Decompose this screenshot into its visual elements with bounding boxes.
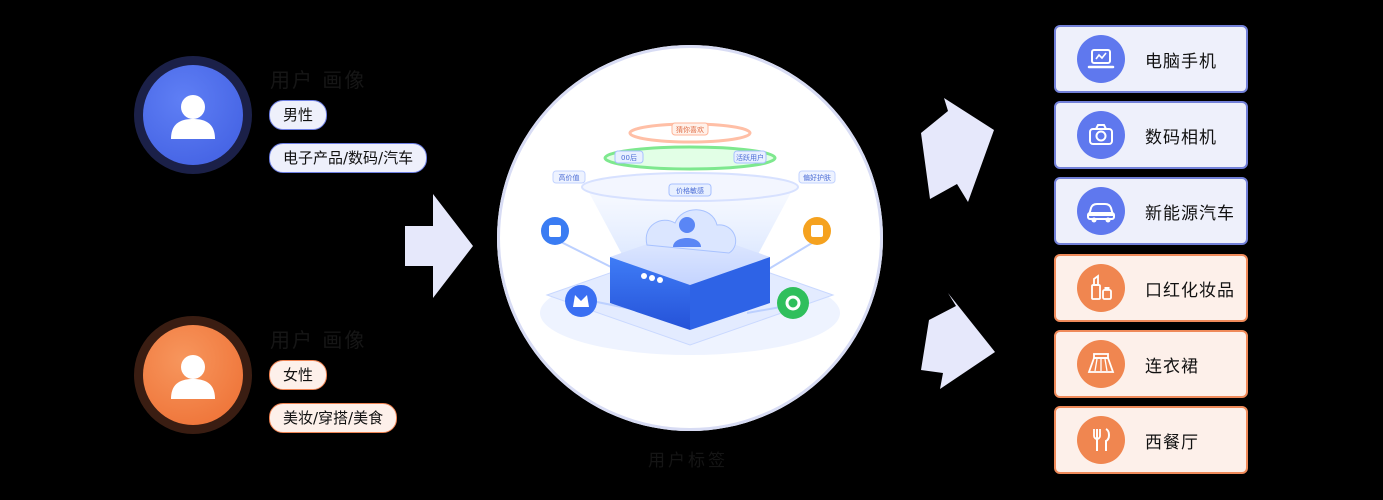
skirt-icon (1077, 340, 1125, 388)
hub-chip-2: 高价值 (559, 173, 580, 182)
user-avatar-female (143, 325, 243, 425)
category-label: 新能源汽车 (1145, 203, 1235, 224)
hub-chip-3: 价格敏感 (676, 186, 704, 195)
category-card-lipstick[interactable]: 口红化妆品 (1054, 254, 1248, 322)
user-title-male: 用户 画像 (270, 68, 367, 92)
hub-chip-1: 00后 (621, 153, 637, 162)
laptop-icon (1077, 35, 1125, 83)
interest-tag-female: 美妆/穿搭/美食 (269, 403, 398, 433)
category-card-western-restaurant[interactable]: 西餐厅 (1054, 406, 1248, 474)
car-icon (1077, 187, 1125, 235)
hub-chip-0: 猜你喜欢 (676, 125, 704, 134)
person-icon (171, 95, 215, 139)
interest-tag-male: 电子产品/数码/汽车 (269, 143, 428, 173)
category-card-ev[interactable]: 新能源汽车 (1054, 177, 1248, 245)
category-card-computer-phone[interactable]: 电脑手机 (1054, 25, 1248, 93)
hub-chip-5: 活跃用户 (736, 153, 764, 162)
arrow-to-beauty (921, 293, 995, 389)
hub-chip-4: 偏好护肤 (803, 173, 831, 182)
category-label: 数码相机 (1145, 127, 1217, 148)
category-card-dress[interactable]: 连衣裙 (1054, 330, 1248, 398)
category-card-digital-camera[interactable]: 数码相机 (1054, 101, 1248, 169)
category-label: 口红化妆品 (1145, 280, 1235, 301)
cutlery-icon (1077, 416, 1125, 464)
person-icon (171, 355, 215, 399)
category-label: 西餐厅 (1145, 432, 1199, 453)
hub-caption: 用户标签 (648, 451, 728, 471)
gender-tag-female: 女性 (269, 360, 328, 390)
lipstick-icon (1077, 264, 1125, 312)
user-title-female: 用户 画像 (270, 328, 367, 352)
arrow-into-hub (405, 194, 473, 298)
camera-icon (1077, 111, 1125, 159)
user-avatar-male (143, 65, 243, 165)
gender-tag-male: 男性 (269, 100, 328, 130)
category-label: 连衣裙 (1145, 356, 1199, 377)
arrow-to-digital (921, 98, 994, 202)
category-label: 电脑手机 (1145, 51, 1217, 72)
user-tag-hub: 猜你喜欢 00后 高价值 价格敏感 偏好护肤 活跃用户 (497, 45, 883, 431)
data-platform-illustration: 猜你喜欢 00后 高价值 价格敏感 偏好护肤 活跃用户 (540, 122, 840, 355)
